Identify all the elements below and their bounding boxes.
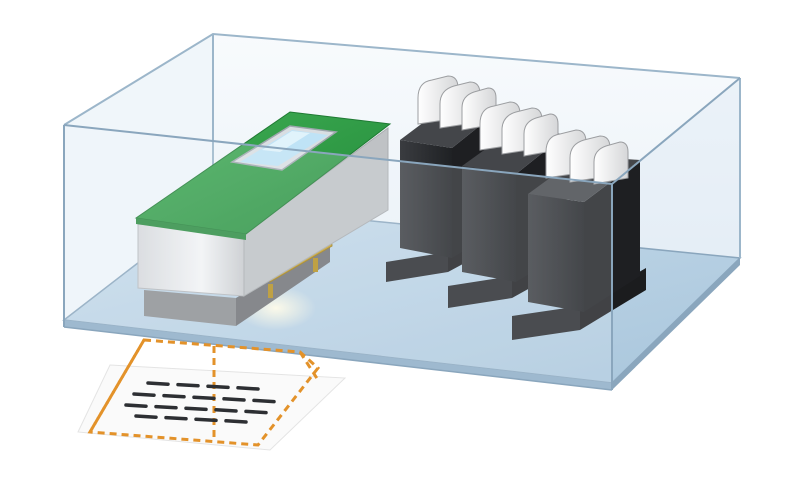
projection-mark xyxy=(222,397,246,402)
projection-marks xyxy=(124,381,276,424)
front-bottom-edge xyxy=(63,326,613,391)
holder-2-foot xyxy=(448,276,512,308)
holder-3-slide-c xyxy=(593,141,629,185)
projection-mark xyxy=(132,392,156,397)
holder-3-body-front xyxy=(528,194,584,312)
connector-pin-2 xyxy=(313,258,318,272)
glass-left-wall xyxy=(64,34,213,320)
module-base-side xyxy=(236,240,330,326)
projection-ray-left xyxy=(88,339,146,433)
module-base-front xyxy=(144,290,236,326)
glass-front-edges xyxy=(63,77,741,391)
module-top-edge xyxy=(136,218,246,240)
holder-1-foot xyxy=(386,252,448,282)
projection-mark xyxy=(214,408,238,413)
projection-mark xyxy=(252,398,276,404)
projection-mark xyxy=(164,415,188,421)
projection-mark xyxy=(194,417,218,423)
projection-mark xyxy=(184,406,208,412)
projected-sheet xyxy=(77,364,347,451)
floor-front-rim xyxy=(64,320,612,390)
projection-mark xyxy=(244,409,268,415)
slide-holder-3 xyxy=(512,129,646,340)
projection-mark xyxy=(192,395,216,401)
holder-1-body-front xyxy=(400,140,452,258)
projection-ray-right xyxy=(298,351,320,381)
projection xyxy=(77,338,347,451)
projection-mark xyxy=(124,403,148,408)
projection-mark xyxy=(236,386,260,391)
projection-mark xyxy=(146,381,170,386)
projection-mark xyxy=(176,382,200,388)
glass-front-wall xyxy=(64,125,612,383)
holder-3-foot xyxy=(512,306,580,340)
projection-mark xyxy=(134,414,158,419)
floor-side-rim xyxy=(612,258,740,390)
projection-outline xyxy=(87,338,321,447)
holder-2-body-front xyxy=(462,166,516,282)
projection-mark xyxy=(162,393,186,399)
projection-mark xyxy=(154,404,178,410)
slide-holders xyxy=(386,75,646,340)
module-body-side xyxy=(243,127,389,297)
projection-mark xyxy=(224,419,248,424)
projection-mark xyxy=(206,384,230,390)
connector-pin xyxy=(268,284,273,298)
